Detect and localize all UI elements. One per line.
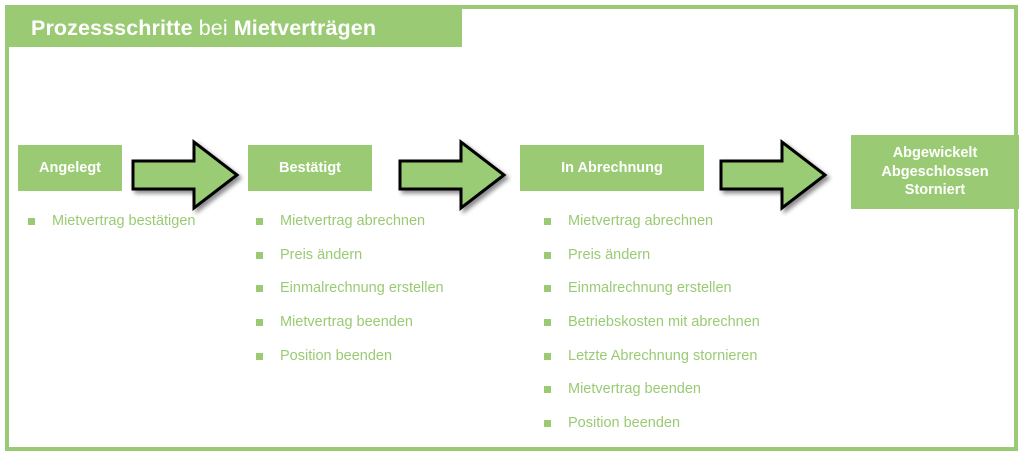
bullet-square-icon — [544, 251, 551, 259]
action-list-bestaetigt: Mietvertrag abrechnen Preis ändern Einma… — [252, 212, 512, 380]
stage-label-abgeschlossen: Abgeschlossen — [881, 163, 989, 180]
arrow-in-abrechnung-to-abgewickelt — [719, 136, 829, 214]
bullet-square-icon — [256, 251, 263, 259]
list-item[interactable]: Betriebskosten mit abrechnen — [540, 313, 840, 332]
list-item[interactable]: Position beenden — [252, 347, 512, 366]
list-item[interactable]: Mietvertrag beenden — [540, 380, 840, 399]
stage-box-abgewickelt[interactable]: Abgewickelt Abgeschlossen Storniert — [851, 135, 1019, 209]
action-label: Preis ändern — [568, 246, 651, 263]
stage-box-bestaetigt[interactable]: Bestätigt — [248, 145, 372, 191]
title-bold-2: Mietverträgen — [233, 15, 377, 40]
action-label: Preis ändern — [280, 246, 363, 263]
action-label: Einmalrechnung erstellen — [568, 280, 732, 297]
list-item[interactable]: Mietvertrag bestätigen — [24, 212, 202, 231]
bullet-square-icon — [544, 352, 551, 360]
action-list-in-abrechnung: Mietvertrag abrechnen Preis ändern Einma… — [540, 212, 840, 447]
bullet-square-icon — [544, 318, 551, 326]
stage-label-storniert: Storniert — [904, 182, 966, 199]
stage-label-bestaetigt: Bestätigt — [278, 159, 342, 176]
action-label: Mietvertrag bestätigen — [52, 213, 196, 229]
stage-label-in-abrechnung: In Abrechnung — [561, 159, 663, 176]
bullet-square-icon — [544, 285, 551, 293]
action-label: Letzte Abrechnung stornieren — [568, 347, 758, 364]
bullet-square-icon — [544, 218, 551, 225]
list-item[interactable]: Mietvertrag abrechnen — [540, 212, 840, 231]
bullet-square-icon — [256, 352, 263, 360]
bullet-square-icon — [28, 218, 35, 225]
title-banner: Prozessschritte bei Mietverträgen — [9, 9, 462, 47]
bullet-square-icon — [256, 285, 263, 293]
arrow-bestaetigt-to-in-abrechnung — [398, 136, 508, 214]
list-item[interactable]: Position beenden — [540, 414, 840, 433]
list-item[interactable]: Letzte Abrechnung stornieren — [540, 347, 840, 366]
action-label: Einmalrechnung erstellen — [280, 280, 444, 297]
stage-label-abgewickelt: Abgewickelt — [892, 145, 978, 162]
bullet-square-icon — [256, 318, 263, 326]
page-title: Prozessschritte bei Mietverträgen — [31, 16, 376, 41]
bullet-square-icon — [544, 386, 551, 394]
bullet-square-icon — [544, 419, 551, 427]
stage-label-angelegt: Angelegt — [38, 159, 102, 176]
list-item[interactable]: Einmalrechnung erstellen — [540, 279, 840, 298]
title-normal: bei — [192, 15, 234, 40]
action-label: Mietvertrag beenden — [280, 313, 413, 330]
action-list-angelegt: Mietvertrag bestätigen — [24, 212, 224, 241]
list-item[interactable]: Einmalrechnung erstellen — [252, 279, 512, 298]
arrow-angelegt-to-bestaetigt — [131, 136, 241, 214]
action-label: Position beenden — [280, 347, 393, 364]
list-item[interactable]: Mietvertrag abrechnen — [252, 212, 512, 231]
list-item[interactable]: Preis ändern — [252, 246, 512, 265]
list-item[interactable]: Mietvertrag beenden — [252, 313, 512, 332]
bullet-square-icon — [256, 218, 263, 225]
stage-box-angelegt[interactable]: Angelegt — [18, 145, 122, 191]
stage-box-in-abrechnung[interactable]: In Abrechnung — [520, 145, 704, 191]
title-bold-1: Prozessschritte — [31, 15, 193, 40]
action-label: Mietvertrag abrechnen — [568, 213, 714, 229]
action-label: Position beenden — [568, 414, 681, 431]
action-label: Mietvertrag beenden — [568, 381, 701, 398]
list-item[interactable]: Preis ändern — [540, 246, 840, 265]
slide-frame-border — [5, 5, 1018, 451]
action-label: Betriebskosten mit abrechnen — [568, 313, 760, 330]
action-label: Mietvertrag abrechnen — [280, 213, 426, 229]
